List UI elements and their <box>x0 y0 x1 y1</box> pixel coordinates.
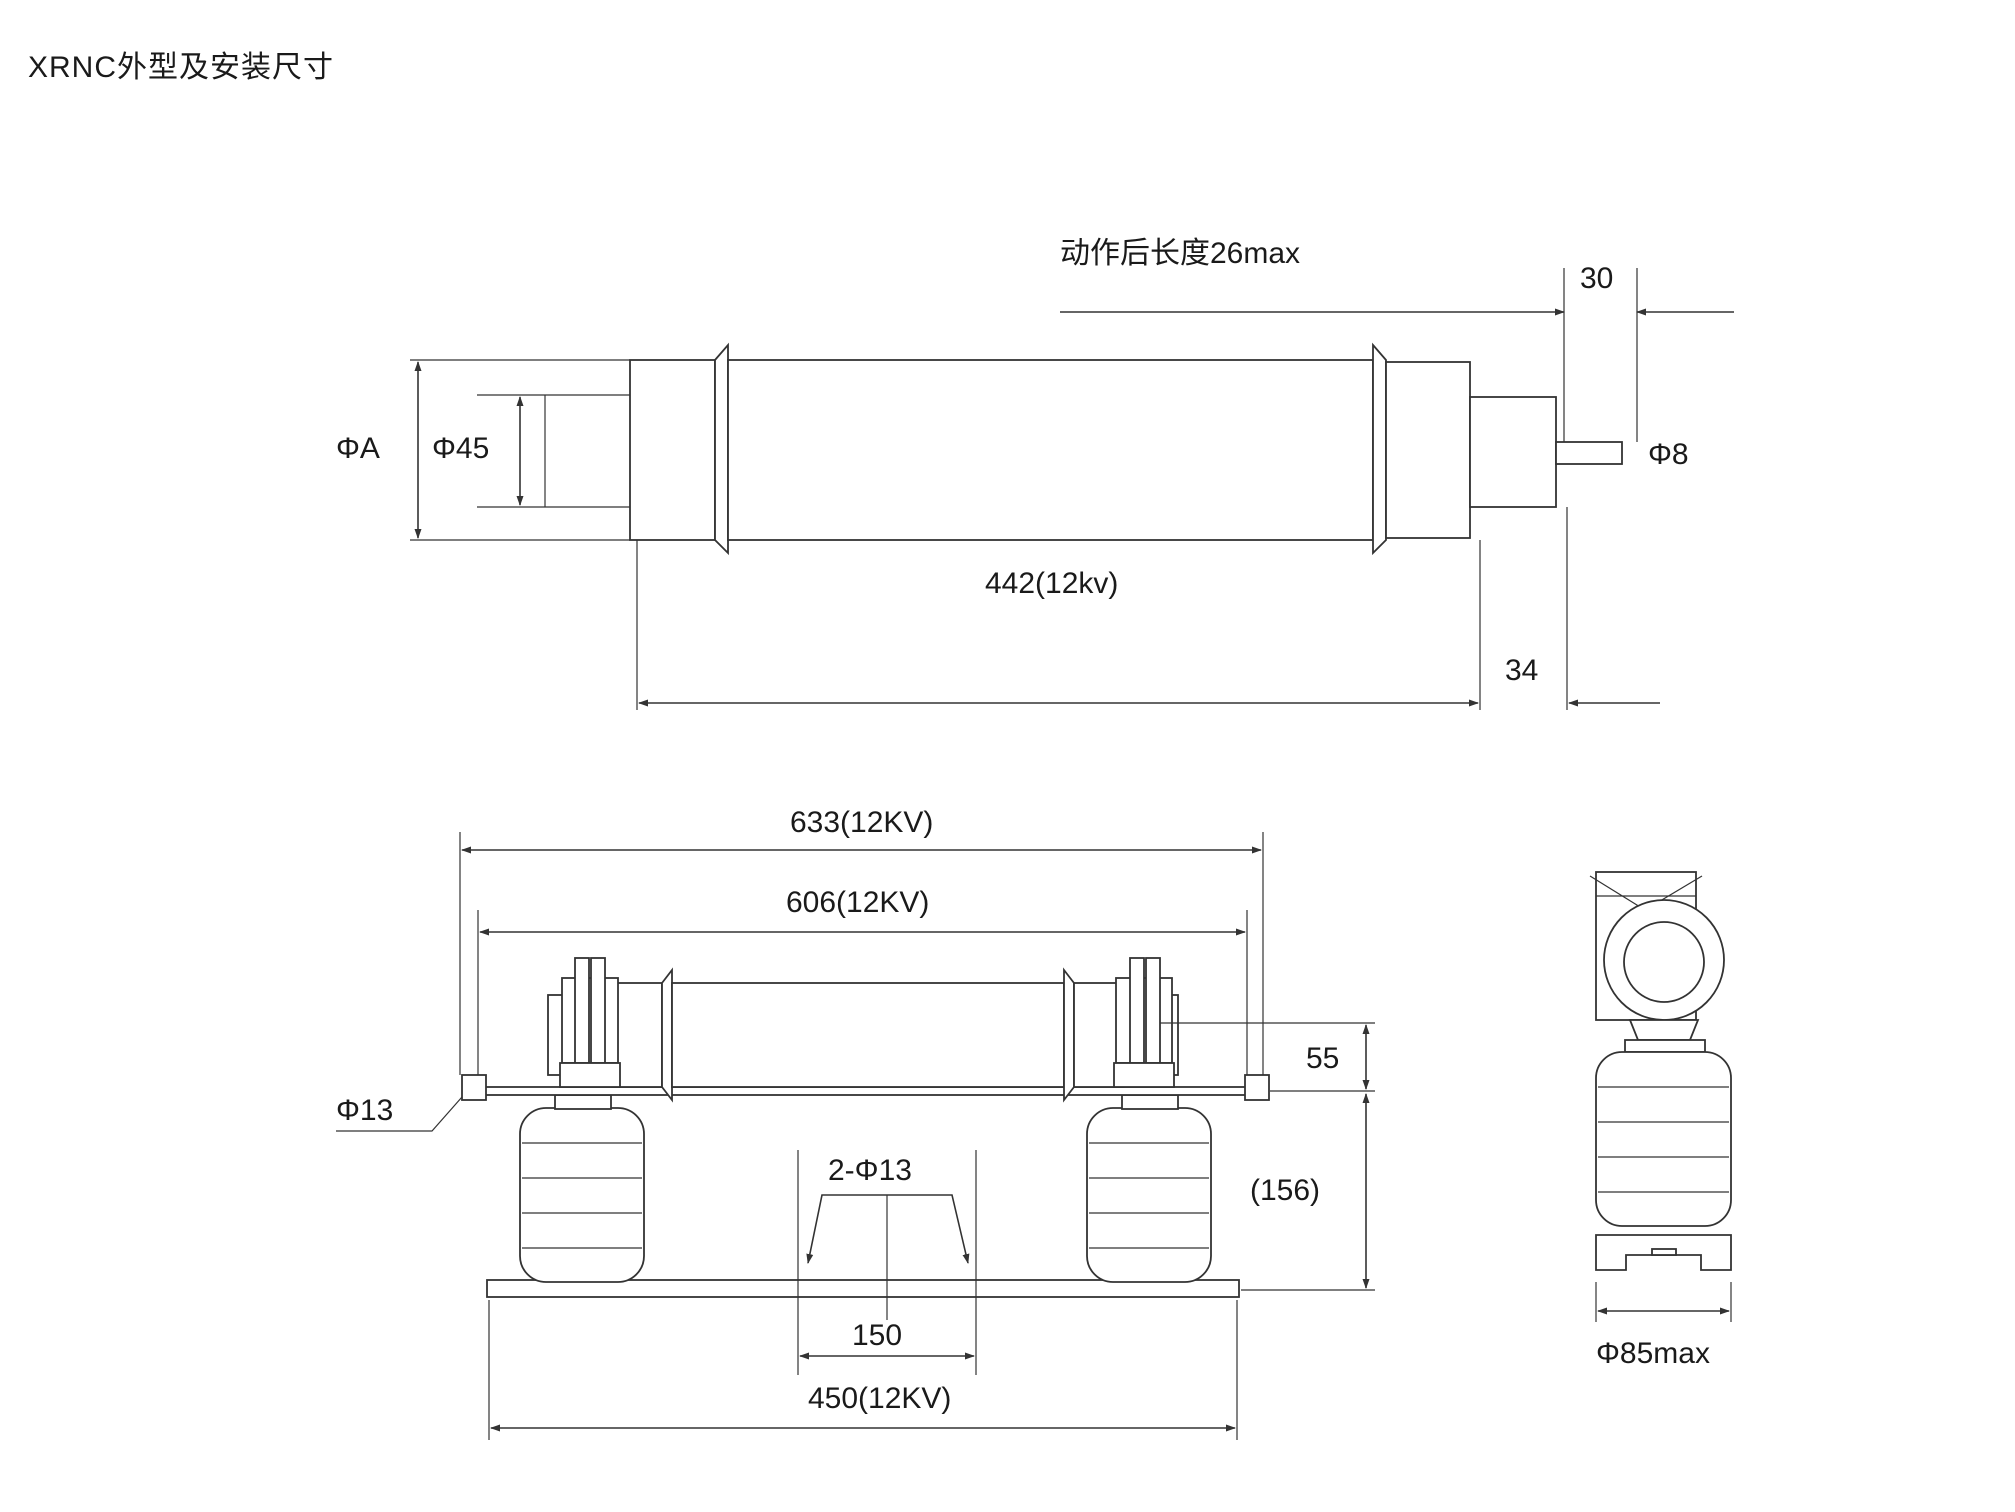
phi-8-label: Φ8 <box>1648 438 1689 471</box>
right-flange <box>1372 342 1387 556</box>
left-end-cap <box>629 359 716 541</box>
side-insulator <box>1595 1051 1732 1227</box>
dim-30-label: 30 <box>1580 262 1613 295</box>
fuse-assembly-view: 633(12KV) 606(12KV) 55 (156) Φ13 2-Φ13 1… <box>336 806 1375 1440</box>
hole-leader-left <box>806 1194 887 1264</box>
right-terminal <box>1244 1074 1270 1101</box>
base-plate <box>486 1279 1240 1298</box>
dim-633-label: 633(12KV) <box>790 806 933 839</box>
page-title: XRNC外型及安装尺寸 <box>28 51 335 84</box>
hole-leader-right <box>887 1194 970 1264</box>
side-fuse-end <box>1623 921 1705 1003</box>
dim-156-label: (156) <box>1250 1174 1320 1207</box>
right-contact-clip <box>1113 957 1179 1088</box>
fuse-side-view: Φ85max <box>1589 871 1732 1370</box>
dim-450-label: 450(12KV) <box>808 1382 951 1415</box>
phi-13-leader <box>336 1096 463 1132</box>
fuse-top-view: ΦA Φ45 动作后长度26max 30 Φ8 442(12kv) 34 <box>336 237 1734 710</box>
left-terminal <box>461 1074 487 1101</box>
dim-606-label: 606(12KV) <box>786 886 929 919</box>
right-insulator <box>1086 1094 1212 1283</box>
dim-55-label: 55 <box>1306 1042 1339 1075</box>
phi-85-label: Φ85max <box>1596 1337 1710 1370</box>
phi-13-label: Φ13 <box>336 1094 393 1127</box>
holes-label: 2-Φ13 <box>828 1154 912 1187</box>
phi-45-label: Φ45 <box>432 432 489 465</box>
assembly-fuse-barrel <box>671 982 1065 1088</box>
striker-housing <box>1469 396 1557 508</box>
left-flange <box>714 342 729 556</box>
length-442-label: 442(12kv) <box>985 567 1118 600</box>
after-action-length-label: 动作后长度26max <box>1060 237 1300 270</box>
phi-a-label: ΦA <box>336 432 380 465</box>
conductor-bar <box>469 1086 1258 1096</box>
dim-150-label: 150 <box>852 1319 902 1352</box>
left-contact-clip <box>547 957 621 1088</box>
right-end-cap <box>1385 361 1471 539</box>
fuse-barrel <box>727 359 1374 541</box>
dim-34-label: 34 <box>1505 654 1538 687</box>
striker-pin <box>1555 441 1623 465</box>
left-insulator <box>519 1094 645 1283</box>
